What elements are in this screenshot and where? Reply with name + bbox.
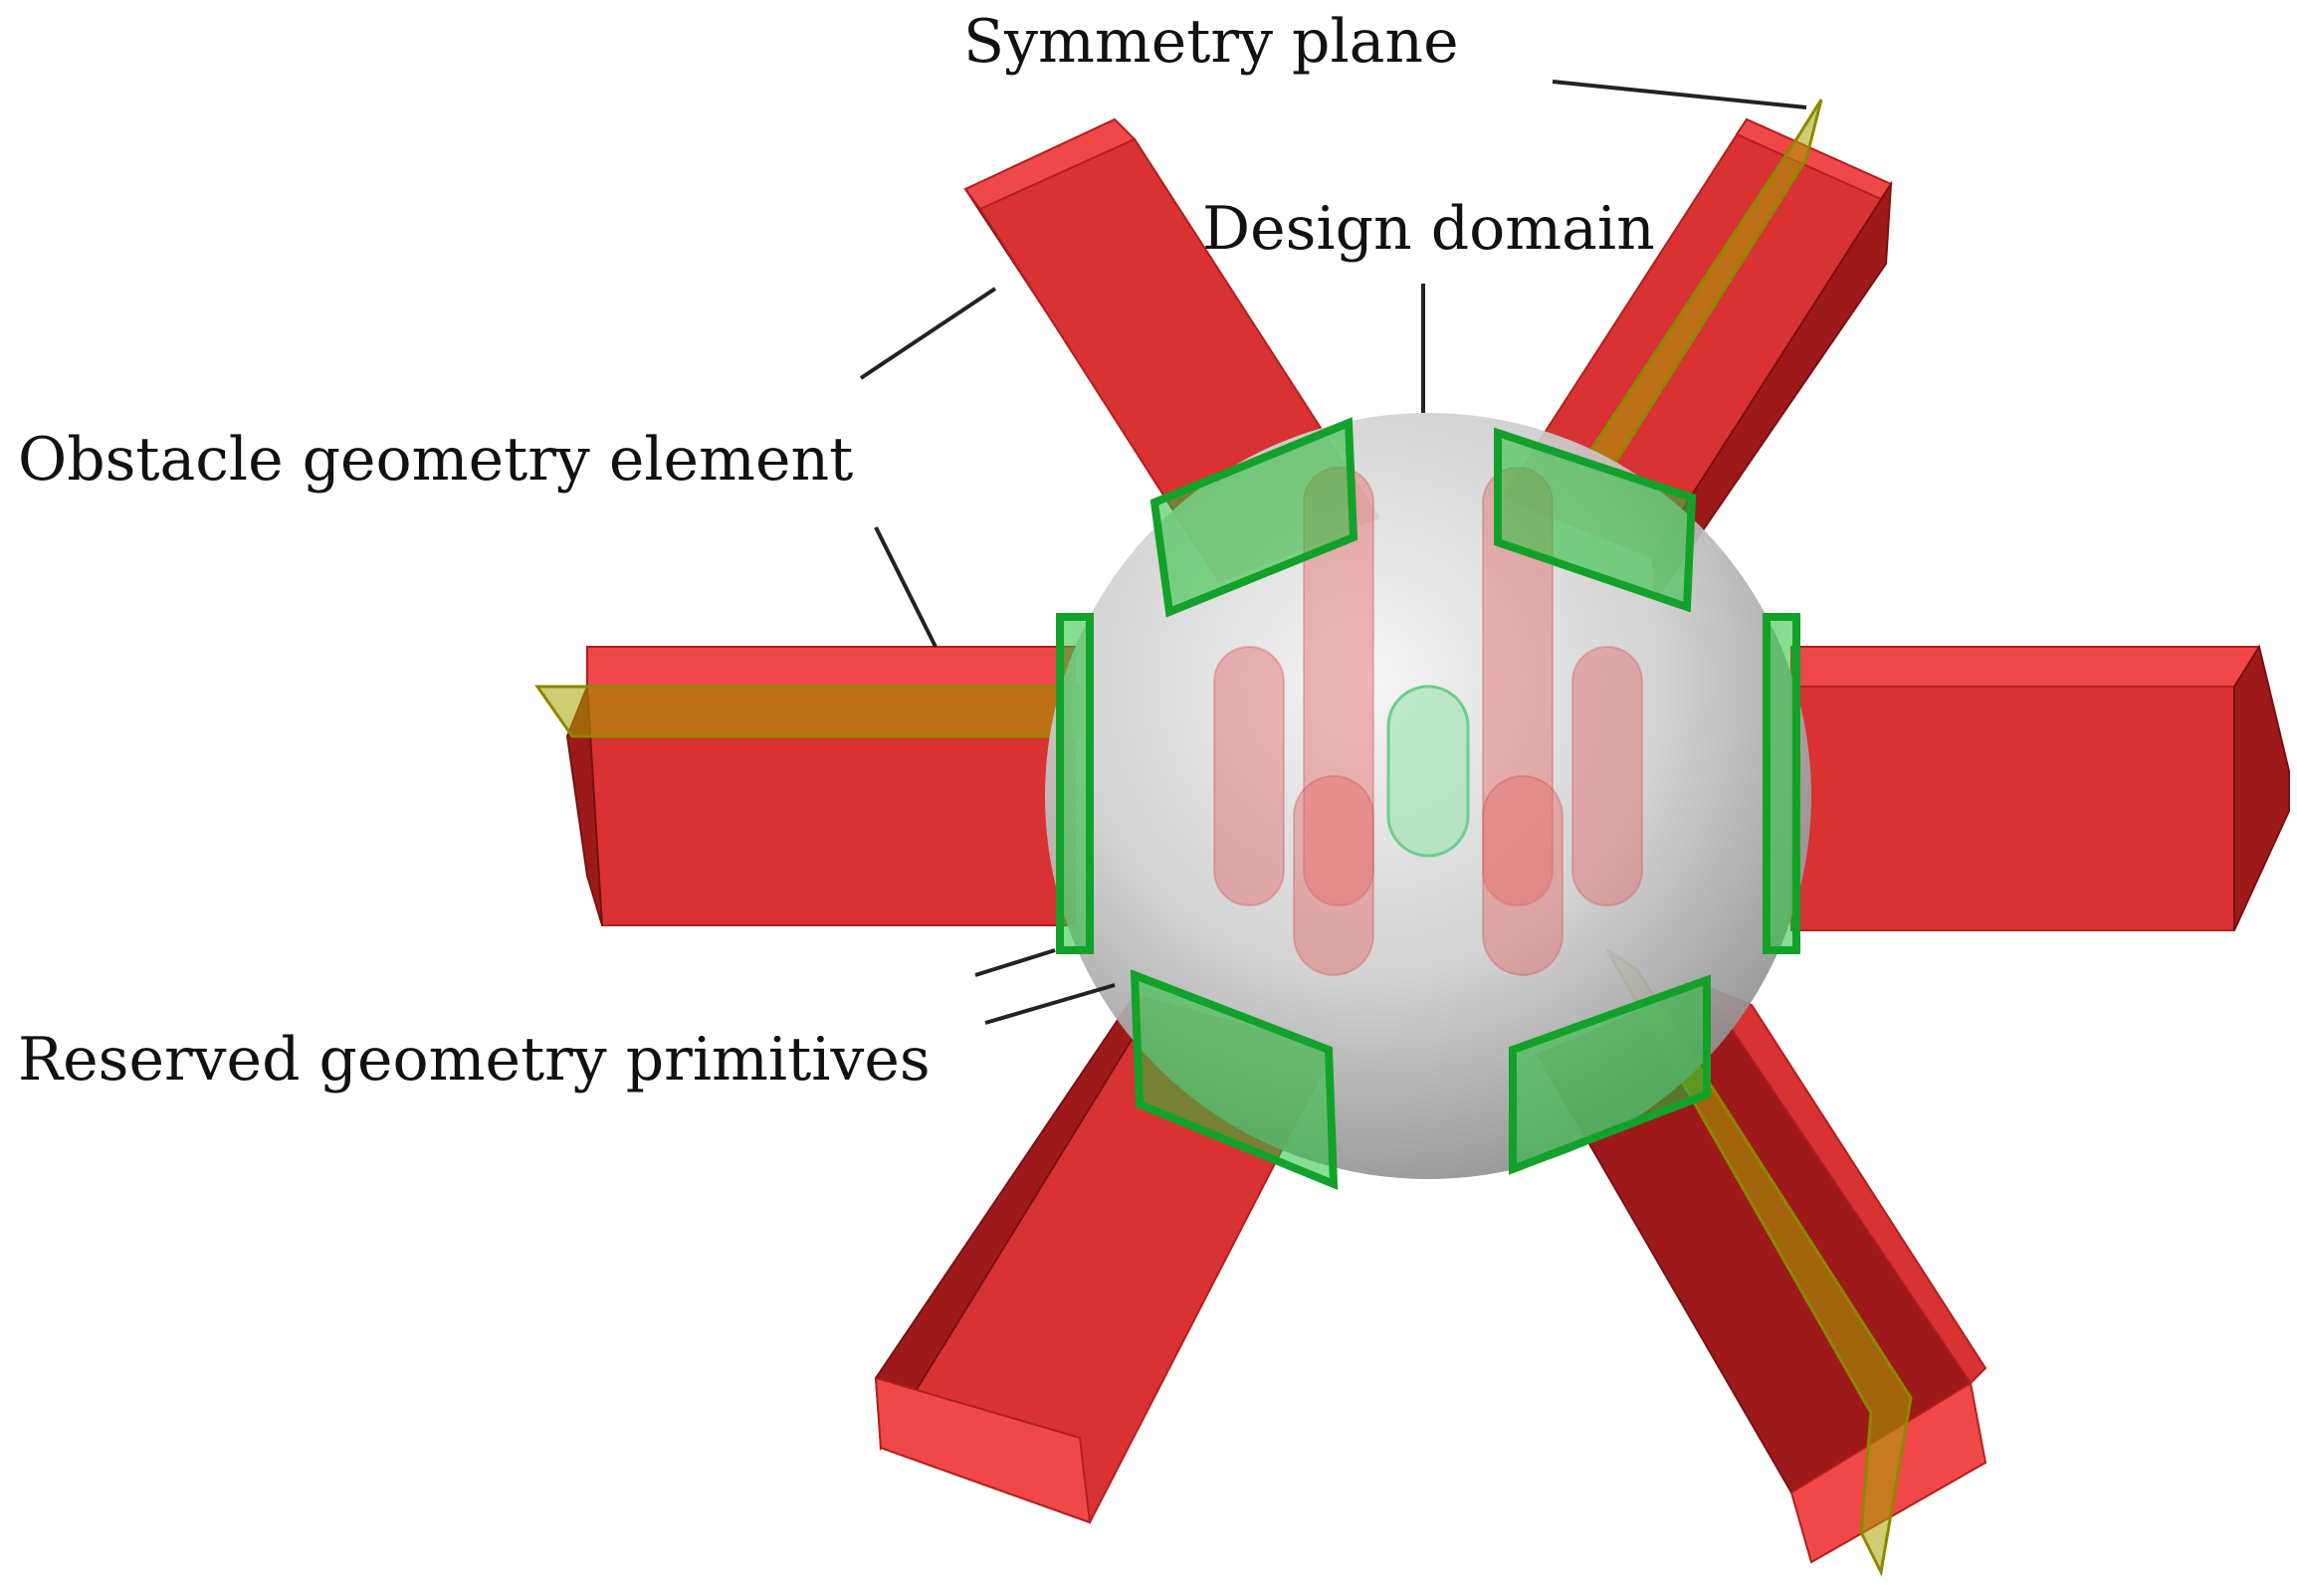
leader-symmetry-plane [1552,80,1807,109]
leader-obstacle-lower [874,526,938,648]
label-symmetry-plane: Symmetry plane [963,7,1459,77]
symmetry-plane-horizontal [534,685,1082,738]
center-cylinder [1386,685,1470,858]
inner-obstacle-cylinders [1213,467,1643,976]
obstacle-beam-left [565,646,1076,926]
label-reserved-geometry-primitives: Reserved geometry primitives [18,1025,931,1095]
leader-obstacle-upper [859,287,997,380]
reserved-primitive-right [1763,613,1800,954]
label-obstacle-geometry-element: Obstacle geometry element [18,425,853,495]
reserved-primitive-upper-right [1494,427,1697,613]
reserved-primitive-lower-left [1130,969,1339,1191]
leader-reserved-upper [974,948,1056,977]
reserved-primitive-upper-left [1149,417,1358,618]
reserved-primitive-lower-right [1509,974,1711,1175]
obstacle-beam-right [1790,644,2290,931]
label-design-domain: Design domain [1202,194,1655,264]
leader-reserved-lower [984,983,1116,1025]
reserved-primitive-left [1056,613,1094,954]
